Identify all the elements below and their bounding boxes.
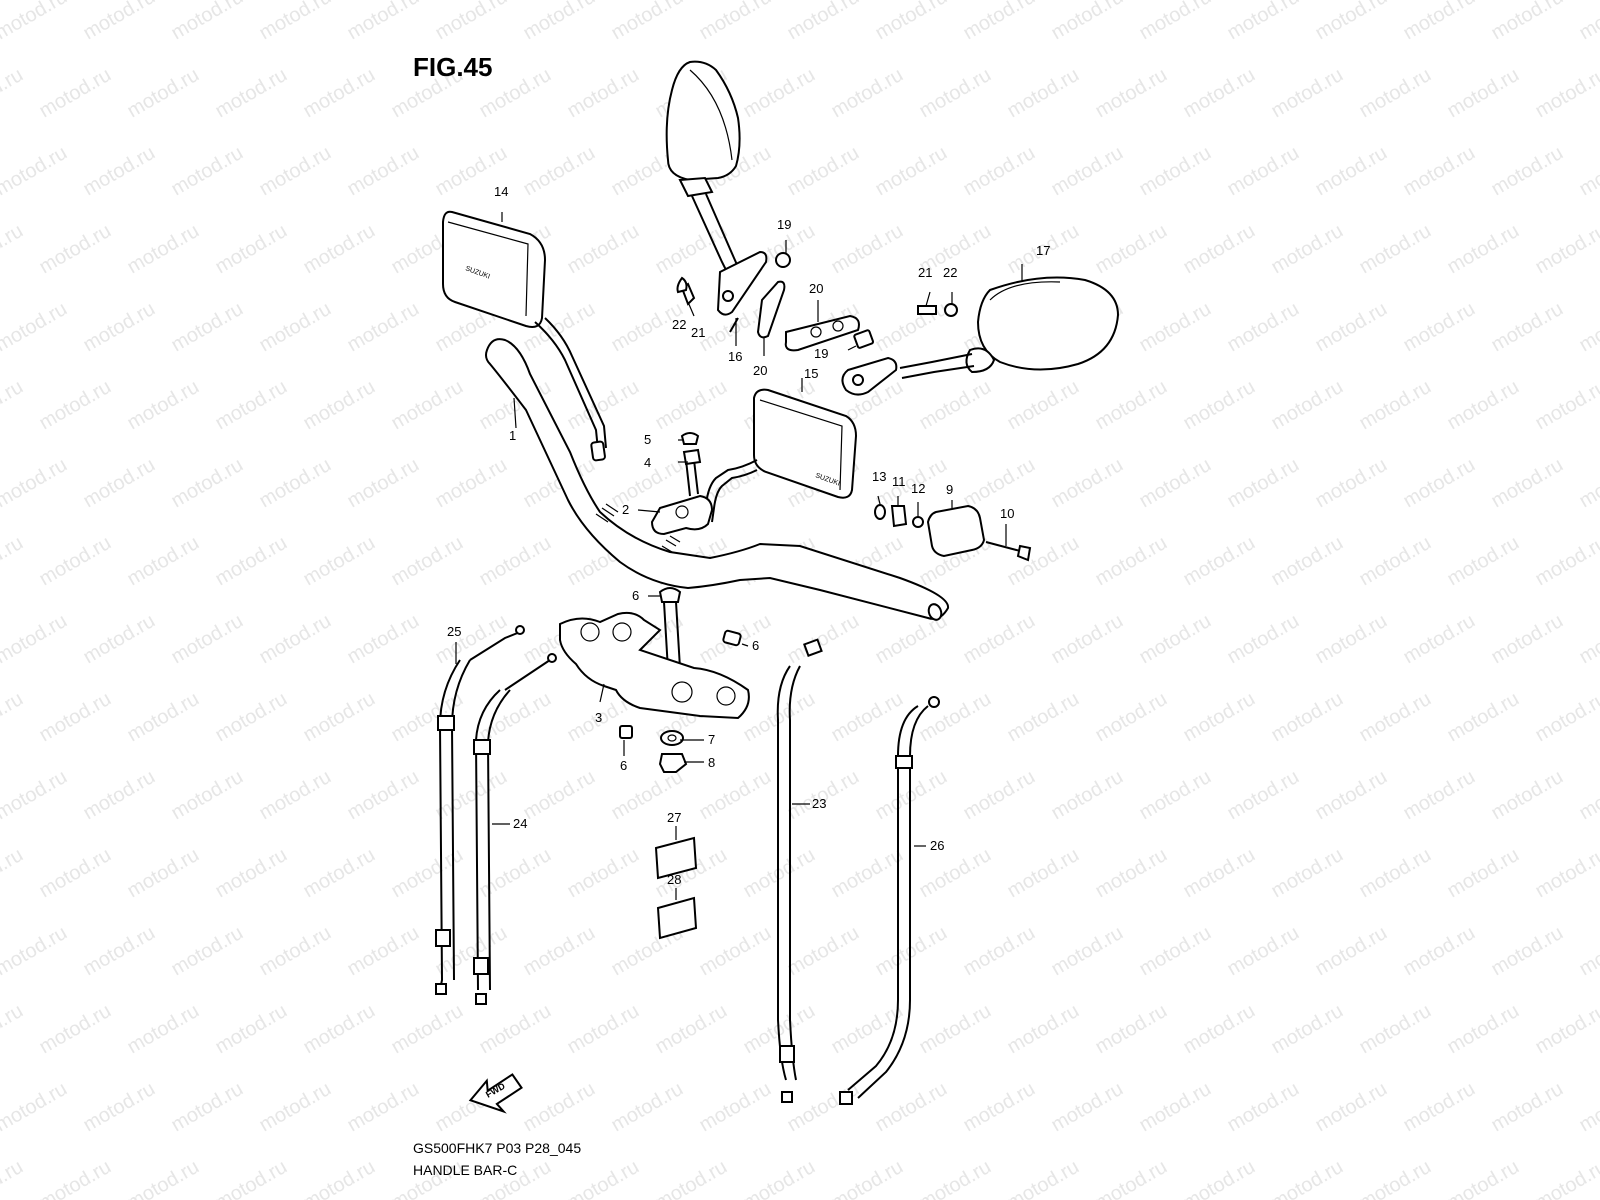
callout-7: 6: [632, 588, 639, 603]
callout-6-lower: 6: [620, 758, 627, 773]
cable-26: [847, 705, 919, 1091]
callout-4: 4: [644, 455, 651, 470]
callout-3: 3: [595, 710, 602, 725]
spacer-12: [890, 505, 908, 528]
fwd-arrow: FWD: [468, 1073, 523, 1114]
bar-end-parts: [874, 504, 1032, 562]
cushion-6-lower: [619, 725, 633, 739]
nut-9: [658, 753, 688, 773]
adapter-parts: [676, 252, 958, 352]
ring-13: [912, 516, 924, 528]
balancer-10: [926, 504, 986, 558]
callout-23: 23: [812, 796, 826, 811]
callout-24: 24: [513, 816, 527, 831]
lower-holder-3: [559, 587, 750, 773]
mirror-right-18: [841, 276, 1120, 396]
cushion-6-upper: [722, 629, 742, 647]
handlebar-1: [485, 338, 949, 621]
callout-19-upper: 19: [777, 217, 791, 232]
upper-holder-2: [650, 432, 714, 536]
bolt-21-right: [917, 305, 937, 315]
callout-15: 14: [494, 184, 508, 199]
mirror-upper-17: [665, 60, 768, 333]
mirror-right-16: SUZUKI: [703, 388, 858, 523]
cable-23: [776, 665, 791, 1081]
cap-22-left: [676, 276, 688, 294]
callout-17: 16: [728, 349, 742, 364]
callout-26: 26: [930, 838, 944, 853]
figure-code: GS500FHK7 P03 P28_045: [413, 1140, 582, 1156]
nut-19-lower: [853, 329, 875, 349]
callout-21-right: 21: [918, 265, 932, 280]
figure-name: HANDLE BAR-C: [413, 1162, 518, 1178]
callout-1: 1: [509, 428, 516, 443]
callout-20-lower: 20: [753, 363, 767, 378]
callout-10: 9: [946, 482, 953, 497]
callout-9: 8: [708, 755, 715, 770]
callout-2: 2: [622, 502, 629, 517]
callouts: 14 15 17 19 20 21 22 19 22 21 16 20 1 5 …: [447, 184, 1050, 887]
washer-14: [874, 504, 886, 520]
callout-18: 17: [1036, 243, 1050, 258]
callout-5: 5: [644, 432, 651, 447]
labels-27-28: [654, 836, 698, 940]
callout-19-lower: 19: [814, 346, 828, 361]
screw-11: [985, 541, 1025, 553]
callout-25: 25: [447, 624, 461, 639]
callout-28: 28: [667, 872, 681, 887]
callout-14: 13: [872, 469, 886, 484]
callout-20-upper: 20: [809, 281, 823, 296]
leader-lines: [455, 212, 1023, 900]
figure-title: FIG.45: [413, 52, 493, 82]
nut-19-upper: [775, 252, 791, 268]
callout-22-right: 22: [943, 265, 957, 280]
mirror-left-15: SUZUKI: [442, 210, 607, 462]
callout-13: 12: [911, 481, 925, 496]
callout-8: 7: [708, 732, 715, 747]
cap-22-right: [944, 303, 958, 317]
callout-22-left: 22: [672, 317, 686, 332]
callout-11: 10: [1000, 506, 1014, 521]
washer-8: [660, 730, 684, 746]
plate-20-lower: [784, 314, 860, 352]
plate-20-upper: [756, 280, 786, 339]
label-28: [656, 896, 698, 940]
callout-27: 27: [667, 810, 681, 825]
cables: [435, 625, 940, 1105]
callout-16: 15: [804, 366, 818, 381]
callout-21-left: 21: [691, 325, 705, 340]
callout-12: 11: [892, 474, 906, 489]
label-27: [654, 836, 698, 880]
callout-6-upper: 6: [752, 638, 759, 653]
